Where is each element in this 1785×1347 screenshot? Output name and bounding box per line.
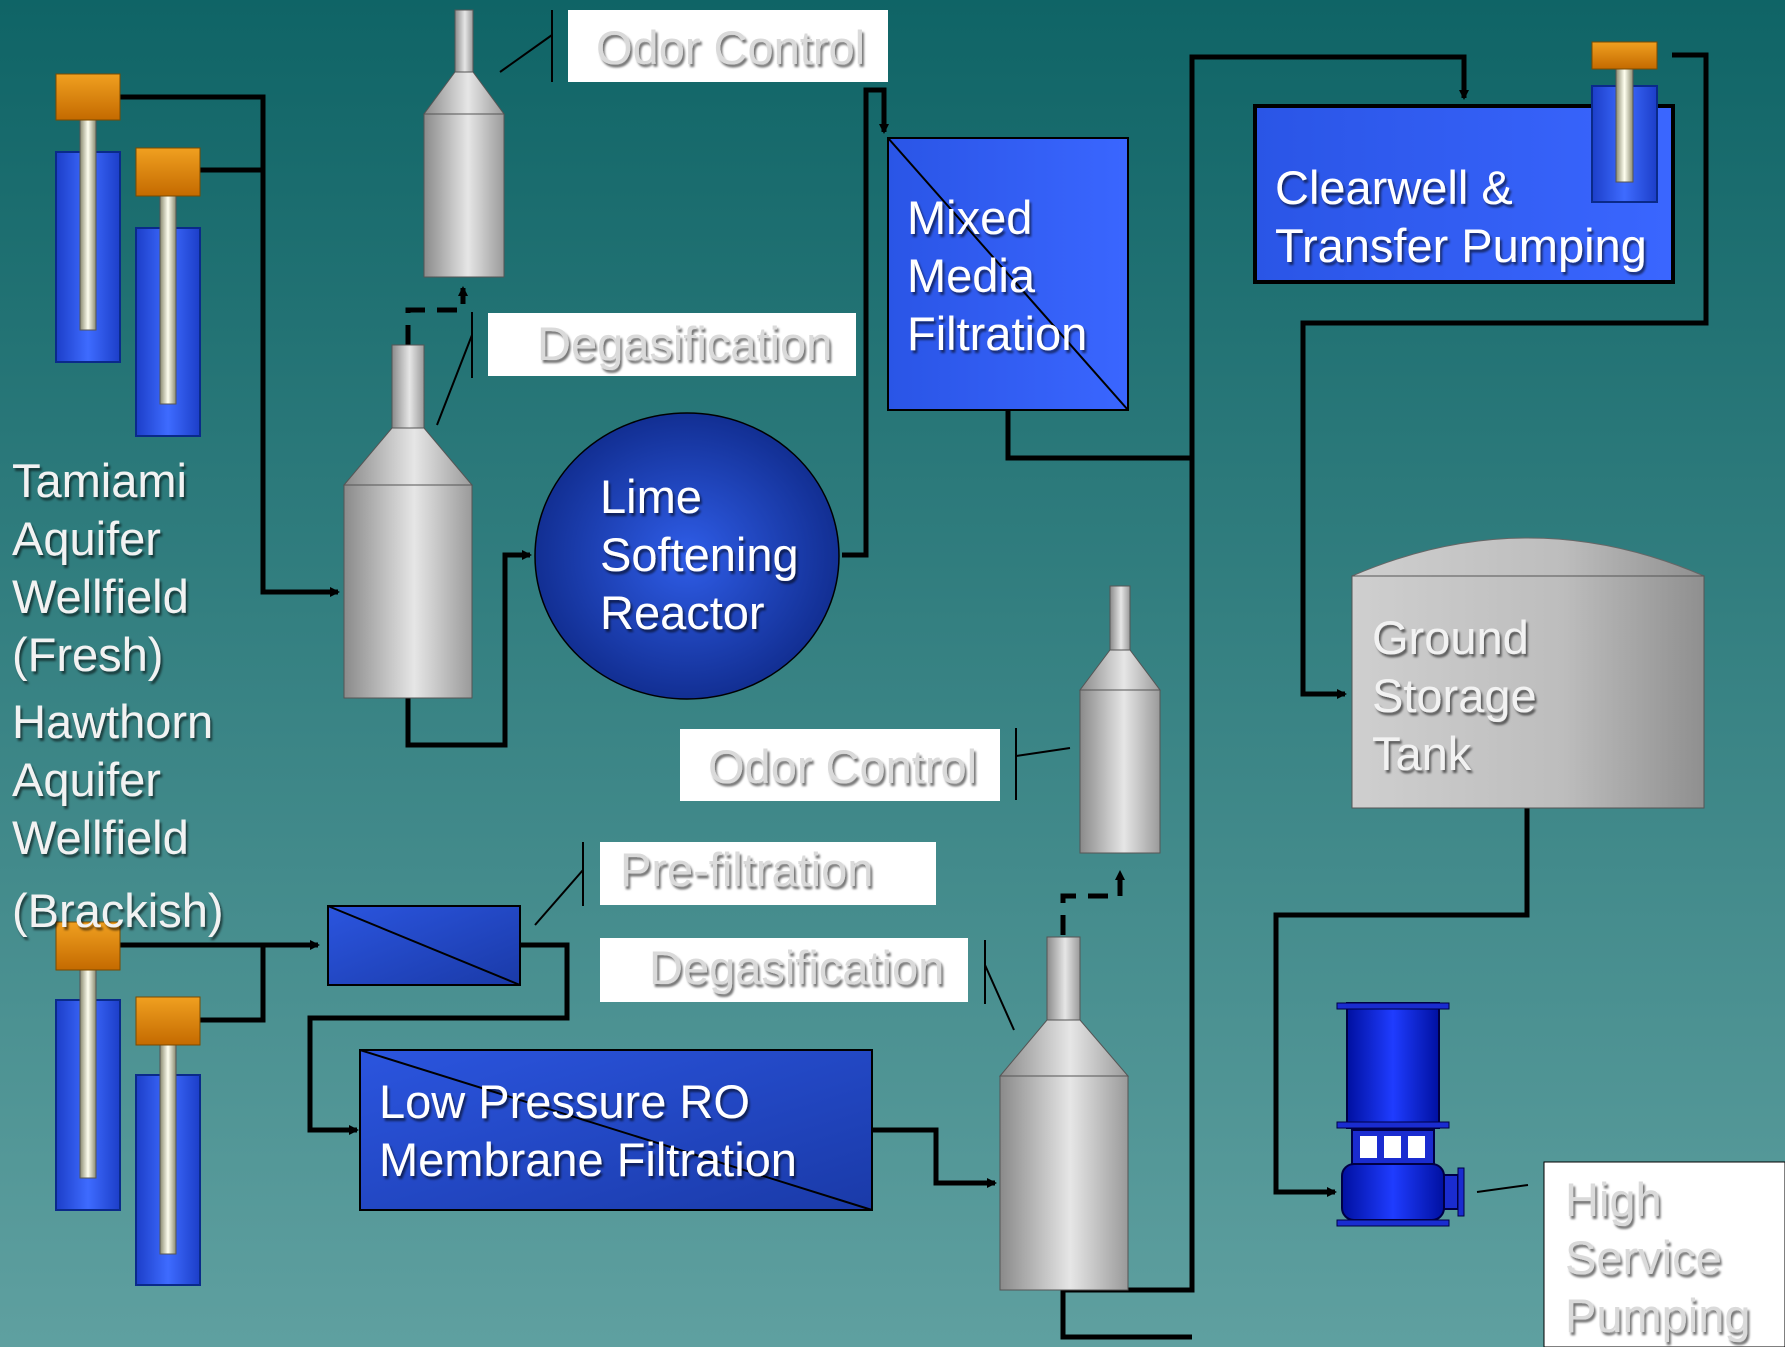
tamiami-label-3: Wellfield [12,570,189,623]
tamiami-label-4: (Fresh) [12,628,163,681]
ground-storage-label-2: Storage [1372,669,1537,722]
mixed-media-label-2: Media [907,249,1036,302]
callout-lines [436,10,1529,1193]
ro-label-2: Membrane Filtration [379,1133,797,1186]
degasification-top-box [488,313,856,376]
high-service-label-3: Pumping [1565,1289,1751,1342]
pipe-lime-to-filter [842,87,889,558]
well-icon [135,996,201,1286]
mixed-media-label-1: Mixed [907,191,1032,244]
degasification-bottom-box [600,938,968,1002]
well-icon [55,73,121,363]
mixed-media-label-3: Filtration [907,307,1087,360]
high-service-label-1: High [1565,1173,1662,1226]
mixed-media-filter [887,137,1129,411]
vessel-icon [342,344,474,699]
tamiami-label-2: Aquifer [12,512,161,565]
pipes [108,52,1709,1340]
pipe-filter-out [1005,410,1192,461]
prefiltration-label: Pre-filtration [620,843,873,896]
hawthorn-label-3: Wellfield [12,811,189,864]
pump-icon [1336,1002,1465,1227]
pipe-ro-to-vessel [873,1127,997,1188]
lime-label-3: Reactor [600,586,765,639]
well-icon [55,921,121,1211]
pipe-brackish-well-2 [198,945,266,1023]
degasification-bottom-label: Degasification [649,941,944,994]
odor-control-top-label: Odor Control [596,21,865,74]
degasification-top-label: Degasification [537,317,832,370]
ground-storage-label-1: Ground [1372,611,1529,664]
tamiami-label-1: Tamiami [12,454,187,507]
prefiltration-box [600,842,936,905]
prefilter [327,905,521,986]
hawthorn-label-1: Hawthorn [12,695,213,748]
pipe-fresh-well-1 [108,94,340,597]
lime-label-1: Lime [600,470,702,523]
clearwell-label-1: Clearwell & [1275,161,1513,214]
lime-softening-reactor [534,412,840,700]
ro-membrane [359,1049,873,1211]
hawthorn-label-2: Aquifer [12,753,161,806]
vessel-icon [423,9,505,278]
odor-control-top-box [568,10,888,82]
pipe-clearwell-to-storage [1300,52,1709,699]
pipe-collector [1063,54,1469,1293]
ground-storage-label-3: Tank [1372,727,1472,780]
clearwell-tank [1253,41,1675,284]
tank-icon [1351,537,1705,809]
ro-label-1: Low Pressure RO [379,1075,750,1128]
gas-lines [405,286,1125,935]
lime-label-2: Softening [600,528,799,581]
hawthorn-label-4: (Brackish) [12,884,224,937]
pipe-prefilter-to-ro [307,942,570,1135]
odor-control-bottom-label: Odor Control [708,740,977,793]
vessel-icon [998,936,1130,1291]
well-icon [135,147,201,437]
pipe-vessel-to-lime [405,550,532,748]
pipe-storage-to-pump [1273,808,1530,1197]
gas-line-bottom [1060,870,1125,935]
high-service-box [1543,1161,1785,1347]
clearwell-label-2: Transfer Pumping [1275,219,1647,272]
odor-control-bottom-box [680,729,1000,801]
pipe-vessel-bottom-out [1060,1290,1192,1340]
labels: Tamiami Aquifer Wellfield (Fresh) Hawtho… [12,21,1751,1342]
gas-line-top [405,286,468,345]
vessel-icon [1079,585,1161,854]
high-service-label-2: Service [1565,1231,1722,1284]
